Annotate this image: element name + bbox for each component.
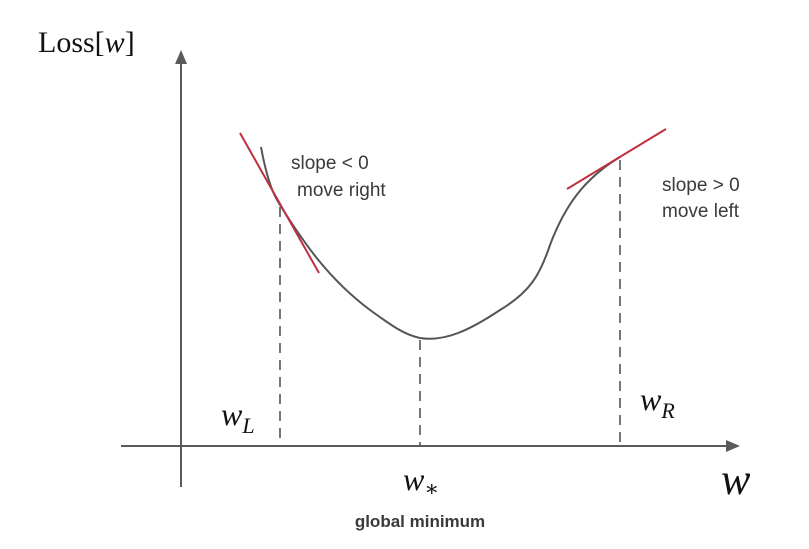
loss-curve — [260, 146, 621, 340]
left-tangent-line — [239, 132, 320, 274]
point-label-min: w∗ — [403, 461, 439, 501]
caption-global-minimum: global minimum — [355, 512, 485, 531]
x-axis-label: w — [721, 455, 751, 504]
right-annotation-line2: move left — [662, 201, 740, 222]
point-label-left: wL — [221, 396, 255, 438]
left-annotation-line2: move right — [297, 180, 386, 201]
left-annotation-line1: slope < 0 — [291, 153, 369, 174]
right-annotation-line1: slope > 0 — [662, 175, 740, 196]
point-label-right: wR — [640, 381, 675, 423]
right-tangent-line — [566, 128, 667, 190]
y-axis-label: Loss[w] — [38, 26, 135, 59]
